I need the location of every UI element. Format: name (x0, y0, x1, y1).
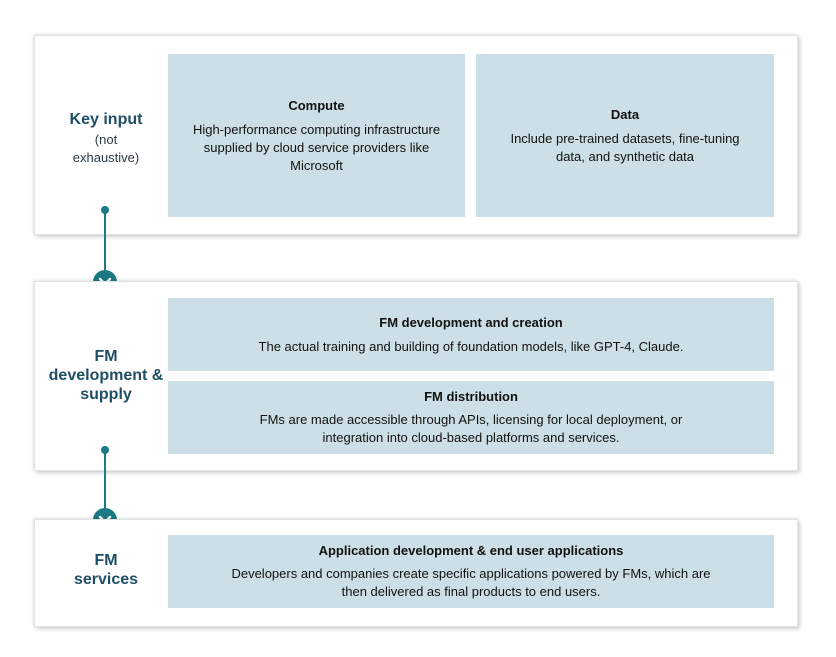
connector-line (104, 210, 106, 272)
stage-subtitle: (not exhaustive) (72, 132, 140, 165)
compute-box: Compute High-performance computing infra… (168, 54, 465, 217)
fm-distribution-title: FM distribution (424, 389, 518, 404)
data-title: Data (610, 106, 640, 122)
stage-label-fm-development: FM development & supply (48, 348, 164, 403)
compute-desc: High-performance computing infrastructur… (192, 121, 441, 173)
stage-label-fm-services: FM services (73, 552, 139, 588)
application-box: Application development & end user appli… (168, 535, 774, 608)
data-desc: Include pre-trained datasets, fine-tunin… (510, 130, 740, 164)
fm-distribution-box: FM distribution FMs are made accessible … (168, 381, 774, 454)
connector-line (104, 450, 106, 510)
fm-distribution-desc: FMs are made accessible through APIs, li… (259, 412, 683, 445)
data-box: Data Include pre-trained datasets, fine-… (476, 54, 774, 217)
application-desc: Developers and companies create specific… (231, 566, 711, 599)
fm-development-title: FM development and creation (379, 314, 563, 330)
fm-development-box: FM development and creation The actual t… (168, 298, 774, 371)
stage-title: Key input (69, 111, 143, 128)
fm-development-desc: The actual training and building of foun… (258, 338, 684, 354)
application-title: Application development & end user appli… (318, 543, 624, 558)
stage-label-key-input: Key input (not exhaustive) (46, 110, 166, 167)
compute-title: Compute (288, 97, 345, 113)
